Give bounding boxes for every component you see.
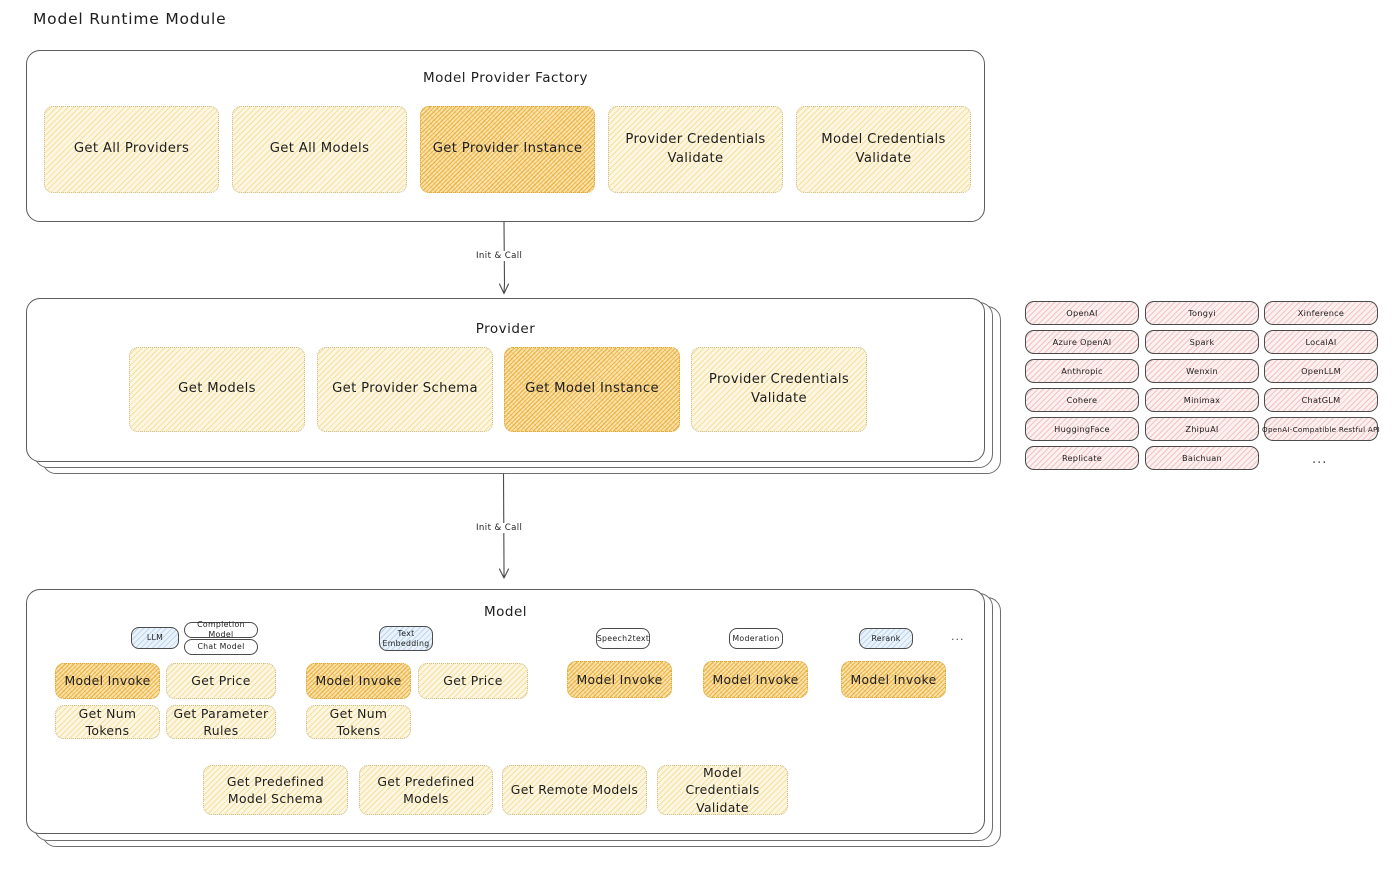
arrow-provider-to-model-label: Init & Call bbox=[473, 523, 526, 533]
model-type-badge-text-embedding[interactable]: Text Embedding bbox=[379, 626, 433, 651]
provider-chip-replicate[interactable]: Replicate bbox=[1025, 446, 1139, 470]
rerank-method-model-invoke[interactable]: Model Invoke bbox=[841, 661, 946, 698]
model-common-get-remote-models[interactable]: Get Remote Models bbox=[502, 765, 647, 815]
factory-node-get-all-providers[interactable]: Get All Providers bbox=[44, 106, 219, 193]
text-embedding-method-get-price[interactable]: Get Price bbox=[418, 663, 528, 699]
text-embedding-method-get-num-tokens[interactable]: Get Num Tokens bbox=[306, 705, 411, 739]
moderation-method-model-invoke[interactable]: Model Invoke bbox=[703, 661, 808, 698]
speech2text-method-model-invoke[interactable]: Model Invoke bbox=[567, 661, 672, 698]
provider-node-get-model-instance[interactable]: Get Model Instance bbox=[504, 347, 680, 432]
model-types-more: ... bbox=[951, 630, 965, 643]
provider-chip-wenxin[interactable]: Wenxin bbox=[1145, 359, 1259, 383]
provider-node-get-models[interactable]: Get Models bbox=[129, 347, 305, 432]
provider-node-get-provider-schema[interactable]: Get Provider Schema bbox=[317, 347, 493, 432]
arrow-provider-to-model bbox=[498, 473, 510, 579]
provider-chip-minimax[interactable]: Minimax bbox=[1145, 388, 1259, 412]
provider-chip-openai-compatible-restful-api[interactable]: OpenAI-Compatible Restful API bbox=[1262, 417, 1380, 441]
llm-method-get-num-tokens[interactable]: Get Num Tokens bbox=[55, 705, 160, 739]
provider-chip-openai[interactable]: OpenAI bbox=[1025, 301, 1139, 325]
provider-chip-azure-openai[interactable]: Azure OpenAI bbox=[1025, 330, 1139, 354]
model-type-badge-moderation[interactable]: Moderation bbox=[729, 628, 783, 649]
model-type-badge-rerank[interactable]: Rerank bbox=[859, 628, 913, 649]
llm-method-get-parameter-rules[interactable]: Get Parameter Rules bbox=[166, 705, 276, 739]
page-title: Model Runtime Module bbox=[33, 10, 227, 28]
text-embedding-method-model-invoke[interactable]: Model Invoke bbox=[306, 663, 411, 699]
provider-chip-chatglm[interactable]: ChatGLM bbox=[1264, 388, 1378, 412]
model-type-badge-speech2text[interactable]: Speech2text bbox=[596, 628, 650, 649]
provider-chip-baichuan[interactable]: Baichuan bbox=[1145, 446, 1259, 470]
model-common-model-credentials-validate[interactable]: Model Credentials Validate bbox=[657, 765, 788, 815]
factory-node-model-credentials-validate[interactable]: Model Credentials Validate bbox=[796, 106, 971, 193]
provider-list-more: ... bbox=[1312, 452, 1328, 467]
factory-node-get-all-models[interactable]: Get All Models bbox=[232, 106, 407, 193]
arrow-factory-to-provider-label: Init & Call bbox=[473, 251, 526, 261]
provider-chip-spark[interactable]: Spark bbox=[1145, 330, 1259, 354]
llm-method-get-price[interactable]: Get Price bbox=[166, 663, 276, 699]
arrow-factory-to-provider bbox=[498, 221, 510, 295]
provider-chip-openllm[interactable]: OpenLLM bbox=[1264, 359, 1378, 383]
model-type-badge-llm[interactable]: LLM bbox=[131, 627, 179, 649]
model-subbadge-completion-model[interactable]: Completion Model bbox=[184, 620, 258, 639]
model-subbadge-chat-model[interactable]: Chat Model bbox=[184, 639, 258, 655]
provider-node-provider-credentials-validate[interactable]: Provider Credentials Validate bbox=[691, 347, 867, 432]
provider-chip-huggingface[interactable]: HuggingFace bbox=[1025, 417, 1139, 441]
provider-chip-anthropic[interactable]: Anthropic bbox=[1025, 359, 1139, 383]
provider-chip-cohere[interactable]: Cohere bbox=[1025, 388, 1139, 412]
llm-method-model-invoke[interactable]: Model Invoke bbox=[55, 663, 160, 699]
provider-chip-localai[interactable]: LocalAI bbox=[1264, 330, 1378, 354]
provider-chip-xinference[interactable]: Xinference bbox=[1264, 301, 1378, 325]
provider-chip-tongyi[interactable]: Tongyi bbox=[1145, 301, 1259, 325]
factory-node-provider-credentials-validate[interactable]: Provider Credentials Validate bbox=[608, 106, 783, 193]
model-common-get-predefined-model-schema[interactable]: Get Predefined Model Schema bbox=[203, 765, 348, 815]
model-common-get-predefined-models[interactable]: Get Predefined Models bbox=[359, 765, 493, 815]
factory-node-get-provider-instance[interactable]: Get Provider Instance bbox=[420, 106, 595, 193]
provider-chip-zhipuai[interactable]: ZhipuAI bbox=[1145, 417, 1259, 441]
